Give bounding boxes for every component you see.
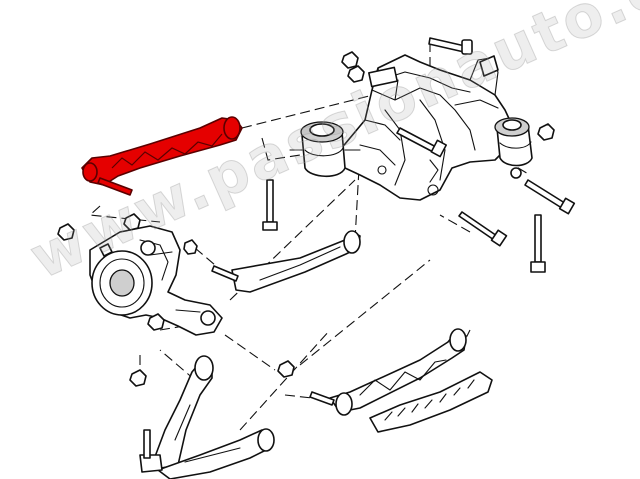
wheel-carrier <box>89 213 223 336</box>
nut <box>347 65 365 83</box>
clip-nut <box>479 55 499 77</box>
upper-control-arm <box>81 116 243 196</box>
subframe-nuts <box>341 51 555 179</box>
control-arm-bolt <box>97 177 133 196</box>
toe-link <box>211 230 361 293</box>
control-arm-bushing <box>223 116 241 140</box>
nut <box>341 51 359 69</box>
subframe-bracket <box>368 66 398 88</box>
vertical-bolts <box>262 127 576 273</box>
right-mount-bushing <box>494 117 533 167</box>
lower-shield <box>369 371 493 433</box>
rear-subframe <box>339 54 513 201</box>
lower-wishbone <box>139 355 275 479</box>
washer <box>510 167 522 179</box>
carrier-nuts <box>57 223 295 387</box>
left-mount-bushing <box>289 121 361 178</box>
nut <box>537 123 555 141</box>
subframe-top-bolt <box>428 37 473 55</box>
lower-link <box>309 328 467 416</box>
